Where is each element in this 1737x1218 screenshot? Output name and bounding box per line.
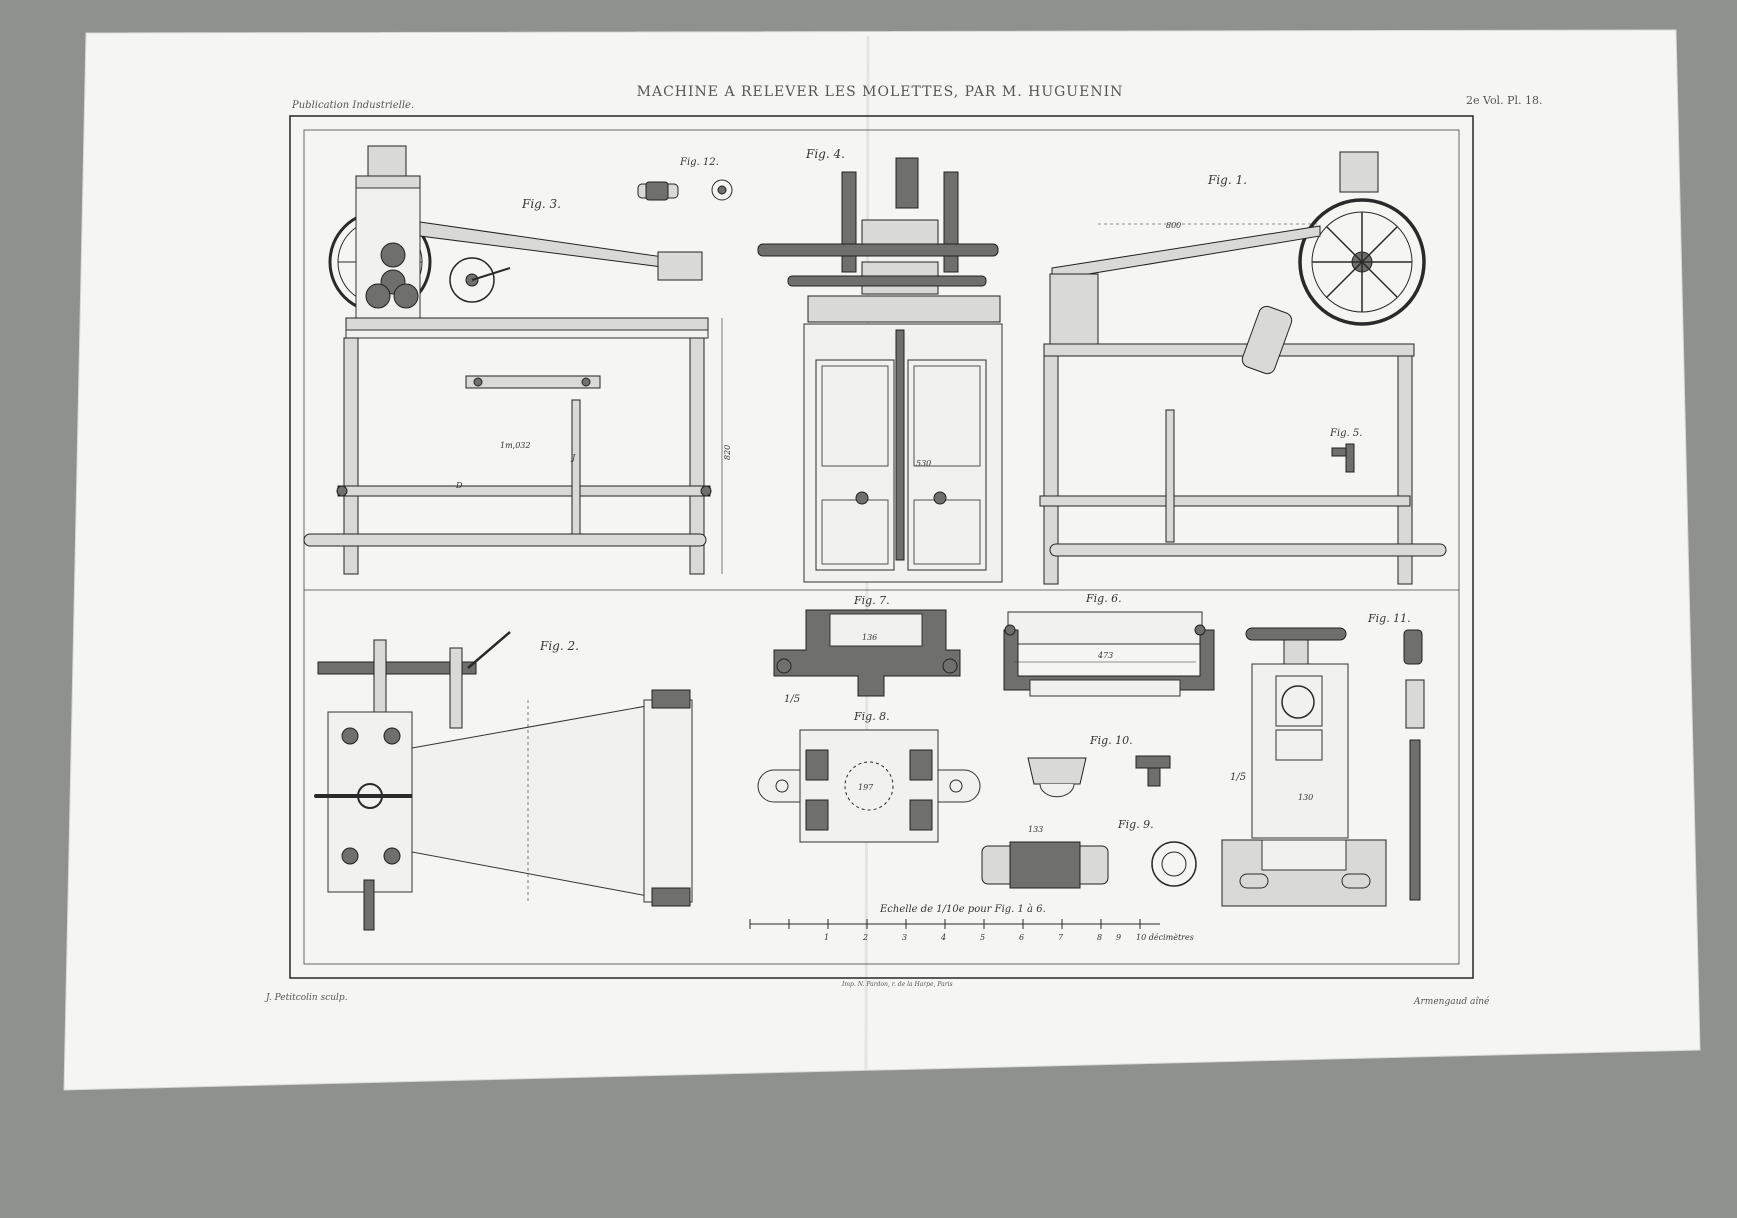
svg-text:820: 820: [723, 445, 732, 460]
roller-upper: [381, 243, 405, 267]
connecting-rod: [572, 400, 580, 536]
treadle-bar: [304, 534, 706, 546]
fig1-head: [1340, 152, 1378, 192]
svg-text:197: 197: [858, 783, 874, 792]
fig11-label: Fig. 11.: [1367, 612, 1411, 625]
svg-text:530: 530: [916, 459, 931, 468]
cross-bar: [338, 486, 710, 496]
svg-text:D: D: [455, 481, 463, 490]
scale-tick-9: 9: [1116, 933, 1121, 942]
svg-text:130: 130: [1298, 793, 1313, 802]
main-shaft: [758, 244, 998, 256]
scale-tick-10: 10 décimètres: [1136, 933, 1194, 942]
fig10-label: Fig. 10.: [1089, 734, 1133, 747]
fig7-label: Fig. 7.: [853, 594, 890, 607]
fig6-label: Fig. 6.: [1085, 592, 1122, 605]
fig1-label: Fig. 1.: [1207, 173, 1247, 187]
scale-tick-1: 1: [824, 933, 829, 942]
printer-credit: Imp. N. Pardon, r. de la Harpe, Paris: [841, 981, 953, 988]
scale-tick-3: 3: [902, 933, 907, 942]
svg-text:136: 136: [862, 633, 877, 642]
fig2-label: Fig. 2.: [539, 639, 579, 653]
fig6-bar: [1008, 612, 1202, 644]
plate-title: MACHINE A RELEVER LES MOLETTES, PAR M. H…: [637, 84, 1124, 100]
svg-text:1m,032: 1m,032: [500, 441, 531, 450]
svg-text:473: 473: [1097, 651, 1113, 660]
svg-text:133: 133: [1028, 825, 1043, 834]
scale-tick-8: 8: [1097, 933, 1102, 942]
fig12-label: Fig. 12.: [679, 157, 719, 168]
svg-text:1/5: 1/5: [1230, 772, 1246, 783]
author-credit: Armengaud aîné: [1413, 996, 1490, 1007]
publication-label: Publication Industrielle.: [291, 100, 414, 111]
scale-tick-5: 5: [980, 933, 985, 942]
svg-text:1/5: 1/5: [784, 694, 800, 705]
table-top-fig1: [1044, 344, 1414, 356]
svg-text:800: 800: [1166, 221, 1181, 230]
scale-tick-6: 6: [1019, 933, 1024, 942]
engraver-credit: J. Petitcolin sculp.: [264, 993, 348, 1003]
fig11-side-tool: [1404, 630, 1422, 664]
fig5-label: Fig. 5.: [1329, 428, 1362, 439]
scale-caption: Echelle de 1/10e pour Fig. 1 à 6.: [879, 904, 1046, 915]
fig4-label: Fig. 4.: [805, 147, 845, 161]
fig9-label: Fig. 9.: [1117, 818, 1154, 831]
fig8-label: Fig. 8.: [853, 710, 890, 723]
fig3-label: Fig. 3.: [521, 197, 561, 211]
scale-tick-4: 4: [940, 933, 946, 942]
scale-tick-2: 2: [862, 933, 868, 942]
volume-label: 2e Vol. Pl. 18.: [1466, 94, 1542, 107]
table-top-fig3: [346, 318, 708, 330]
